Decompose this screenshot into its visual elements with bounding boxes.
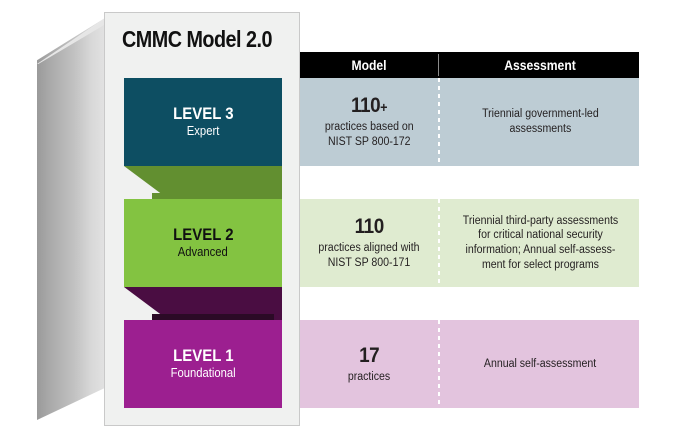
assessment-text-level1: Annual self-assessment (484, 357, 596, 372)
column-header-assessment: Assessment (504, 57, 576, 73)
page-title: CMMC Model 2.0 (122, 26, 272, 52)
level-descriptor-1: Foundational (170, 366, 236, 381)
model-cell-level3: 110+ practices based on NIST SP 800-172 (300, 78, 438, 166)
level-name-1: LEVEL 1 (172, 345, 234, 365)
level-block-1: LEVEL 1 Foundational (124, 320, 282, 408)
level-block-2: LEVEL 2 Advanced (124, 199, 282, 287)
level-block-3: LEVEL 3 Expert (124, 78, 282, 166)
table-row: 110+ practices based on NIST SP 800-172 … (300, 78, 639, 166)
level-name-2: LEVEL 2 (172, 224, 234, 244)
assessment-cell-level2: Triennial third-party assessments for cr… (441, 199, 639, 287)
model-note-line: practices (347, 370, 391, 383)
slab-front-face (37, 18, 105, 420)
model-cell-level1: 17 practices (300, 320, 438, 408)
assessment-line: Triennial third-party assessments (462, 214, 618, 227)
table-row: 17 practices Annual self-assessment (300, 320, 639, 408)
cell-divider (438, 320, 440, 408)
column-header-model: Model (351, 57, 387, 73)
assessment-text-level2: Triennial third-party assessments for cr… (462, 214, 617, 273)
cell-divider (438, 199, 440, 287)
assessment-line: ment for select programs (481, 258, 599, 271)
assessment-line: assessments (509, 123, 571, 135)
practice-count-level3: 110+ (350, 94, 388, 118)
model-note-level3: practices based on NIST SP 800-172 (325, 120, 414, 149)
model-cell-level2: 110 practices aligned with NIST SP 800-1… (300, 199, 438, 287)
assessment-line: information; Annual self-assess- (465, 244, 615, 256)
level-name-3: LEVEL 3 (172, 103, 234, 123)
model-note-line: NIST SP 800-171 (327, 257, 411, 270)
level2-top-tab (152, 193, 274, 201)
assessment-cell-level1: Annual self-assessment (441, 320, 639, 408)
model-note-level1: practices (348, 370, 390, 385)
model-note-level2: practices aligned with NIST SP 800-171 (318, 241, 419, 270)
level1-top-tab (152, 314, 274, 322)
practice-count-level2: 110 (354, 215, 384, 239)
level-descriptor-3: Expert (186, 124, 220, 139)
assessment-line: Annual self-assessment (483, 357, 597, 370)
model-note-line: NIST SP 800-172 (327, 136, 411, 149)
practice-count-level1: 17 (358, 343, 380, 367)
header-divider (438, 54, 439, 76)
assessment-cell-level3: Triennial government-led assessments (441, 78, 639, 166)
model-note-line: practices aligned with (318, 242, 420, 255)
table-header: Model Assessment (300, 52, 639, 78)
model-note-line: practices based on (324, 121, 414, 134)
level-descriptor-2: Advanced (177, 245, 229, 260)
assessment-text-level3: Triennial government-led assessments (482, 107, 599, 136)
cell-divider (438, 78, 440, 166)
three-d-slab (37, 18, 105, 420)
assessment-line: for critical national security (477, 229, 603, 242)
assessment-line: Triennial government-led (481, 108, 599, 121)
table-row: 110 practices aligned with NIST SP 800-1… (300, 199, 639, 287)
